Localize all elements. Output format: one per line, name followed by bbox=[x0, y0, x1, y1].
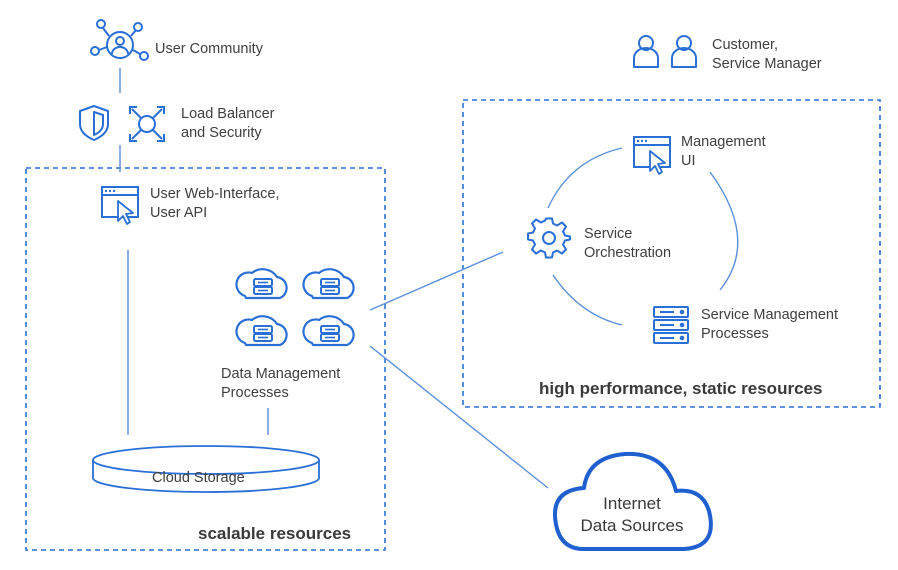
people-icon bbox=[633, 35, 659, 68]
load-balancer-label: Load Balancer and Security bbox=[181, 106, 275, 141]
browser-window-icon bbox=[101, 186, 139, 225]
scalable-region-label: scalable resources bbox=[198, 524, 352, 543]
orchestration-arc-right bbox=[709, 171, 739, 291]
static-region-label: high performance, static resources bbox=[539, 379, 823, 398]
internet-label: Internet Data Sources bbox=[580, 494, 684, 535]
cloud-server-icon bbox=[235, 268, 288, 300]
server-rack-icon bbox=[653, 306, 689, 344]
data-management-label: Data Management Processes bbox=[221, 366, 341, 401]
management-ui-label: Management UI bbox=[681, 134, 766, 169]
scalable-region-box bbox=[25, 167, 386, 551]
cloud-icon bbox=[552, 451, 713, 551]
cloud-server-icon bbox=[302, 315, 355, 347]
orchestration-arc-bottom bbox=[552, 274, 623, 326]
shield-icon bbox=[79, 105, 109, 141]
orchestration-arc-top bbox=[547, 147, 623, 209]
storage-cylinder-icon bbox=[92, 445, 320, 493]
connector-datamgmt-internet bbox=[369, 345, 549, 489]
service-management-label: Service Management Processes bbox=[701, 307, 839, 342]
browser-window-icon bbox=[633, 136, 671, 175]
cloud-server-icon bbox=[302, 268, 355, 300]
user-network-icon bbox=[90, 19, 149, 61]
service-orchestration-label: Service Orchestration bbox=[584, 226, 672, 261]
static-region-box bbox=[462, 99, 881, 408]
gear-icon bbox=[527, 217, 571, 259]
customer-label: Customer, Service Manager bbox=[712, 37, 822, 72]
user-community-label: User Community bbox=[155, 41, 263, 57]
cloud-server-icon bbox=[235, 315, 288, 347]
cloud-storage-label: Cloud Storage bbox=[152, 470, 245, 486]
people-icon bbox=[671, 35, 697, 68]
user-web-interface-label: User Web-Interface, User API bbox=[150, 186, 280, 221]
load-balancer-icon bbox=[129, 106, 165, 142]
connector-datamgmt-orchestration bbox=[369, 251, 504, 311]
